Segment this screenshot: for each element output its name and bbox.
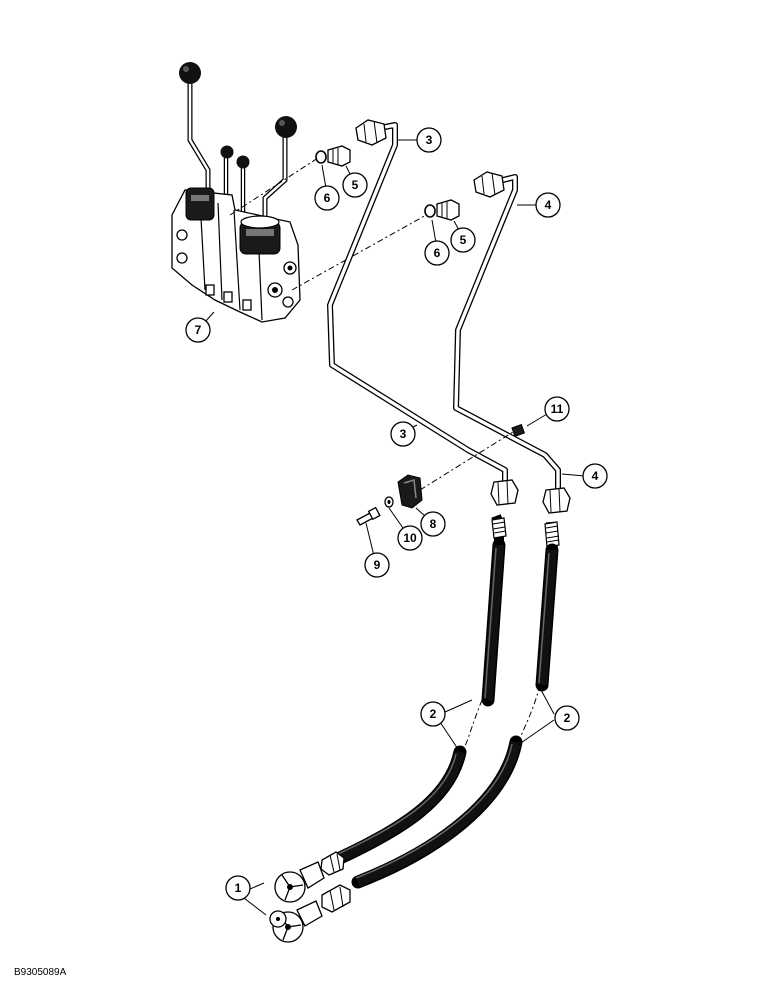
callout-11-label: 11 xyxy=(551,402,564,416)
callout-9: 9 xyxy=(364,552,390,578)
control-lever-1 xyxy=(179,62,211,198)
callout-7: 7 xyxy=(185,317,211,343)
callout-2b: 2 xyxy=(554,705,580,731)
leader-c2a-lower xyxy=(439,721,461,753)
callout-7-label: 7 xyxy=(195,323,202,337)
callout-5b-label: 5 xyxy=(460,233,467,247)
o-ring-upper xyxy=(315,150,327,164)
leader-c6a xyxy=(321,164,327,189)
leader-c8 xyxy=(415,507,426,517)
callout-2b-label: 2 xyxy=(564,711,571,725)
leader-c11 xyxy=(526,413,548,427)
leader-c9 xyxy=(365,522,375,557)
tube-clamp xyxy=(397,474,423,509)
leader-c1-upper xyxy=(249,882,265,890)
hydraulic-hose-lower-right xyxy=(321,735,523,913)
callout-5a-label: 5 xyxy=(352,178,359,192)
clamp-nut xyxy=(511,423,526,438)
callout-6b: 6 xyxy=(424,240,450,266)
leader-c2b-upper xyxy=(539,687,555,715)
leader-c4b xyxy=(561,473,586,477)
callout-3a: 3 xyxy=(416,127,442,153)
hydraulic-hose-upper-left xyxy=(481,514,507,707)
callout-11: 11 xyxy=(544,396,570,422)
callout-9-label: 9 xyxy=(374,558,381,572)
adapter-fitting-upper xyxy=(327,145,351,167)
callout-4b: 4 xyxy=(582,463,608,489)
control-lever-4 xyxy=(262,116,297,225)
callout-10-label: 10 xyxy=(403,531,417,545)
quick-coupler-upper xyxy=(274,861,325,903)
dashline-valve-to-fitting-upper xyxy=(229,157,319,216)
quick-coupler-small xyxy=(269,910,287,928)
callout-2a-label: 2 xyxy=(430,707,437,721)
control-lever-3 xyxy=(236,155,250,212)
hose-break-line-left xyxy=(461,699,483,753)
steel-tube-3 xyxy=(327,119,519,506)
leader-c7 xyxy=(204,311,215,323)
callout-3b: 3 xyxy=(390,421,416,447)
callout-3a-label: 3 xyxy=(426,133,433,147)
adapter-fitting-lower xyxy=(436,199,460,221)
hose-break-line-right xyxy=(517,684,541,743)
callout-1-label: 1 xyxy=(235,881,242,895)
callout-2a: 2 xyxy=(420,701,446,727)
callout-10: 10 xyxy=(397,525,423,551)
hydraulic-hose-lower-left xyxy=(320,745,467,876)
leader-c6b xyxy=(431,219,437,244)
leader-c2b-lower xyxy=(517,719,555,746)
dashline-valve-to-fitting-lower xyxy=(291,213,429,291)
washer xyxy=(384,496,394,508)
clamp-bolt xyxy=(356,506,381,526)
steel-tube-4 xyxy=(453,171,571,514)
callout-4b-label: 4 xyxy=(592,469,599,483)
dashline-clamp-to-nut xyxy=(419,431,514,491)
callout-4a: 4 xyxy=(535,192,561,218)
callout-4a-label: 4 xyxy=(545,198,552,212)
leader-c2a-upper xyxy=(444,699,473,713)
callout-3b-label: 3 xyxy=(400,427,407,441)
control-valve-assembly xyxy=(171,62,301,323)
callout-5a: 5 xyxy=(342,172,368,198)
figure-code: B9305089A xyxy=(14,967,67,978)
callout-6b-label: 6 xyxy=(434,246,441,260)
callout-1: 1 xyxy=(225,875,251,901)
callout-8-label: 8 xyxy=(430,517,437,531)
callout-6a: 6 xyxy=(314,185,340,211)
leader-c10 xyxy=(388,507,404,529)
callout-8: 8 xyxy=(420,511,446,537)
callout-5b: 5 xyxy=(450,227,476,253)
hydraulic-hose-upper-right xyxy=(535,521,560,692)
valve-body xyxy=(171,187,301,323)
callout-6a-label: 6 xyxy=(324,191,331,205)
o-ring-lower xyxy=(424,204,436,218)
